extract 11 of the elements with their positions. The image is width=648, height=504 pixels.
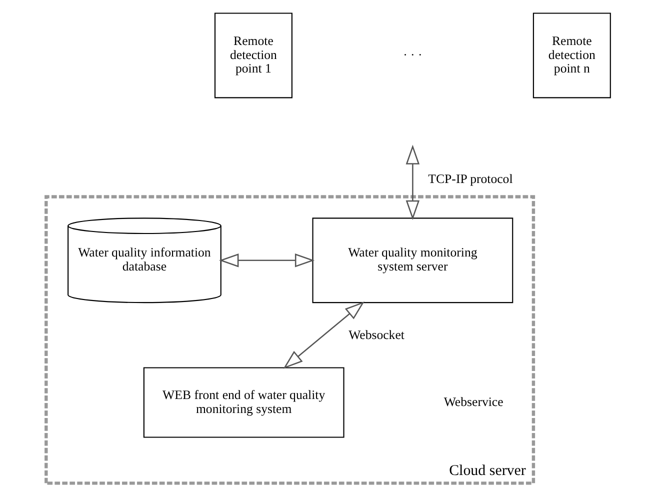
arrow [406, 144, 420, 220]
edge-label: TCP-IP protocol [428, 171, 513, 186]
label: · · · [403, 47, 422, 62]
edge-label: Websocket [348, 328, 404, 342]
node-box: Water quality monitoring system server [312, 217, 514, 303]
node-box: Remote detection point 1 [214, 12, 292, 98]
arrow [283, 300, 364, 368]
node-box: WEB front end of water quality monitoring system [143, 366, 344, 438]
arrow [219, 252, 315, 267]
label: Webservice [444, 394, 504, 408]
node-box: Remote detection point n [532, 12, 611, 98]
